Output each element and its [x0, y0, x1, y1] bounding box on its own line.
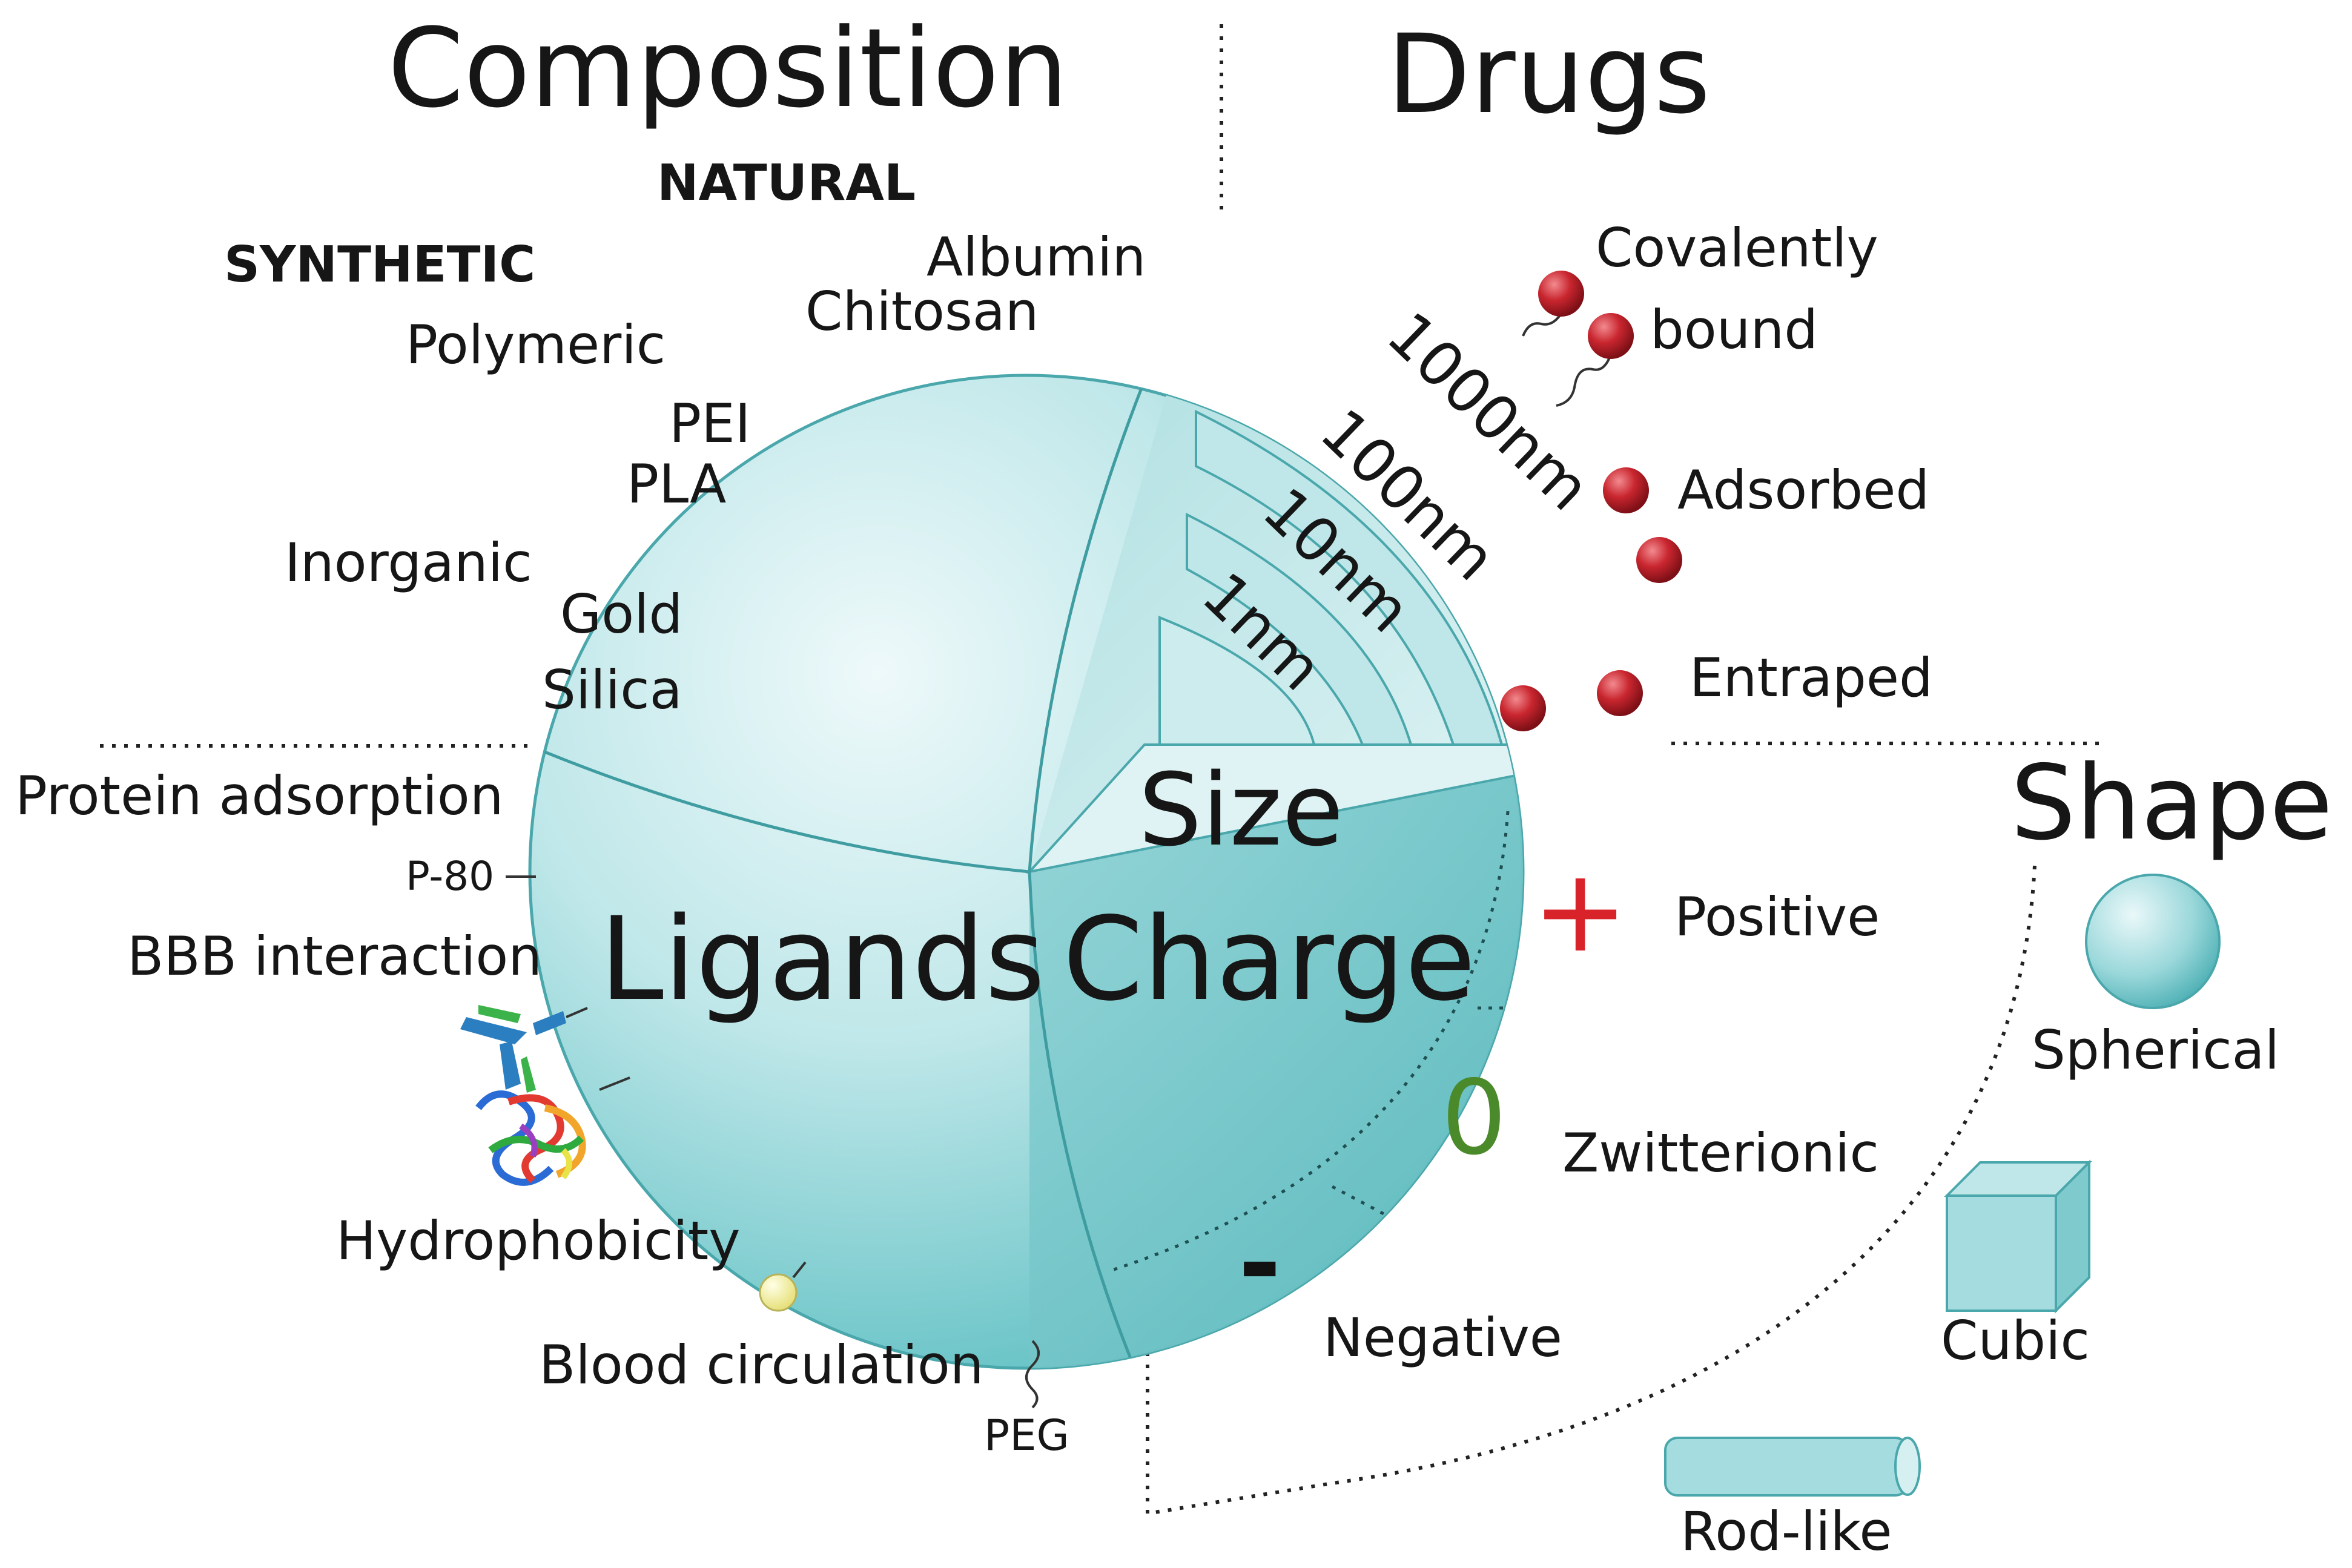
size-step-100: [1195, 409, 1504, 746]
drug-adsorbed-1: [1603, 467, 1649, 513]
seam-vertical: [1028, 375, 1219, 1368]
hydrophobic-bead-icon: [759, 1273, 798, 1312]
tether-1: [1522, 311, 1564, 337]
title-shape: Shape: [2010, 743, 2333, 863]
label-adsorbed: Adsorbed: [1677, 459, 1929, 521]
label-albumin: Albumin: [927, 226, 1146, 288]
title-size: Size: [1138, 752, 1344, 868]
label-peg: PEG: [984, 1411, 1069, 1460]
title-ligands: Ligands: [600, 892, 1045, 1026]
label-rod-like: Rod-like: [1680, 1500, 1892, 1563]
label-pei: PEI: [669, 392, 751, 455]
label-chitosan: Chitosan: [805, 280, 1039, 343]
title-charge: Charge: [1063, 892, 1476, 1026]
spherical-shape-icon: [2085, 874, 2221, 1009]
label-synthetic: SYNTHETIC: [224, 236, 535, 294]
label-pla: PLA: [627, 453, 726, 515]
label-polymeric: Polymeric: [406, 314, 666, 376]
shape-arc-divider: [1146, 865, 2037, 1516]
drug-adsorbed-2: [1636, 537, 1682, 583]
label-hydrophobicity: Hydrophobicity: [336, 1210, 740, 1272]
drug-entraped-2: [1597, 670, 1643, 716]
label-spherical: Spherical: [2032, 1019, 2279, 1081]
size-step-1: [1158, 616, 1316, 746]
title-composition: Composition: [388, 5, 1068, 132]
label-positive: Positive: [1674, 886, 1880, 948]
seam-horizontal: [530, 744, 1030, 874]
label-inorganic: Inorganic: [285, 532, 532, 594]
protein-icon: [475, 1076, 630, 1186]
charge-plus-symbol: +: [1532, 844, 1628, 978]
drug-entraped-1: [1500, 685, 1546, 731]
label-cubic: Cubic: [1941, 1309, 2090, 1372]
label-bound: bound: [1650, 298, 1818, 361]
label-zwitterionic: Zwitterionic: [1562, 1122, 1879, 1184]
drug-covalent-1: [1538, 271, 1584, 317]
tether-2: [1556, 354, 1612, 407]
charge-minus-symbol: -: [1238, 1204, 1281, 1323]
label-gold: Gold: [560, 583, 682, 645]
label-covalently: Covalently: [1596, 217, 1878, 279]
label-protein-adsorption: Protein adsorption: [15, 765, 504, 827]
label-silica: Silica: [542, 659, 682, 721]
rod-shape-icon: [1664, 1437, 1921, 1497]
hydrophobic-tether: [792, 1261, 807, 1279]
label-negative: Negative: [1323, 1306, 1562, 1369]
peg-tether: [1025, 1340, 1040, 1409]
antibody-icon: [460, 1005, 588, 1093]
charge-zero-symbol: 0: [1441, 1058, 1507, 1178]
label-natural: NATURAL: [657, 154, 916, 212]
cubic-shape-icon: [1944, 1159, 2092, 1314]
label-entraped: Entraped: [1690, 647, 1933, 709]
label-bbb: BBB interaction: [127, 925, 542, 987]
title-drugs: Drugs: [1387, 12, 1711, 138]
drug-covalent-2: [1588, 313, 1634, 359]
label-blood-circulation: Blood circulation: [539, 1334, 984, 1396]
size-step-10: [1186, 512, 1413, 746]
label-p80: P-80: [406, 853, 494, 900]
